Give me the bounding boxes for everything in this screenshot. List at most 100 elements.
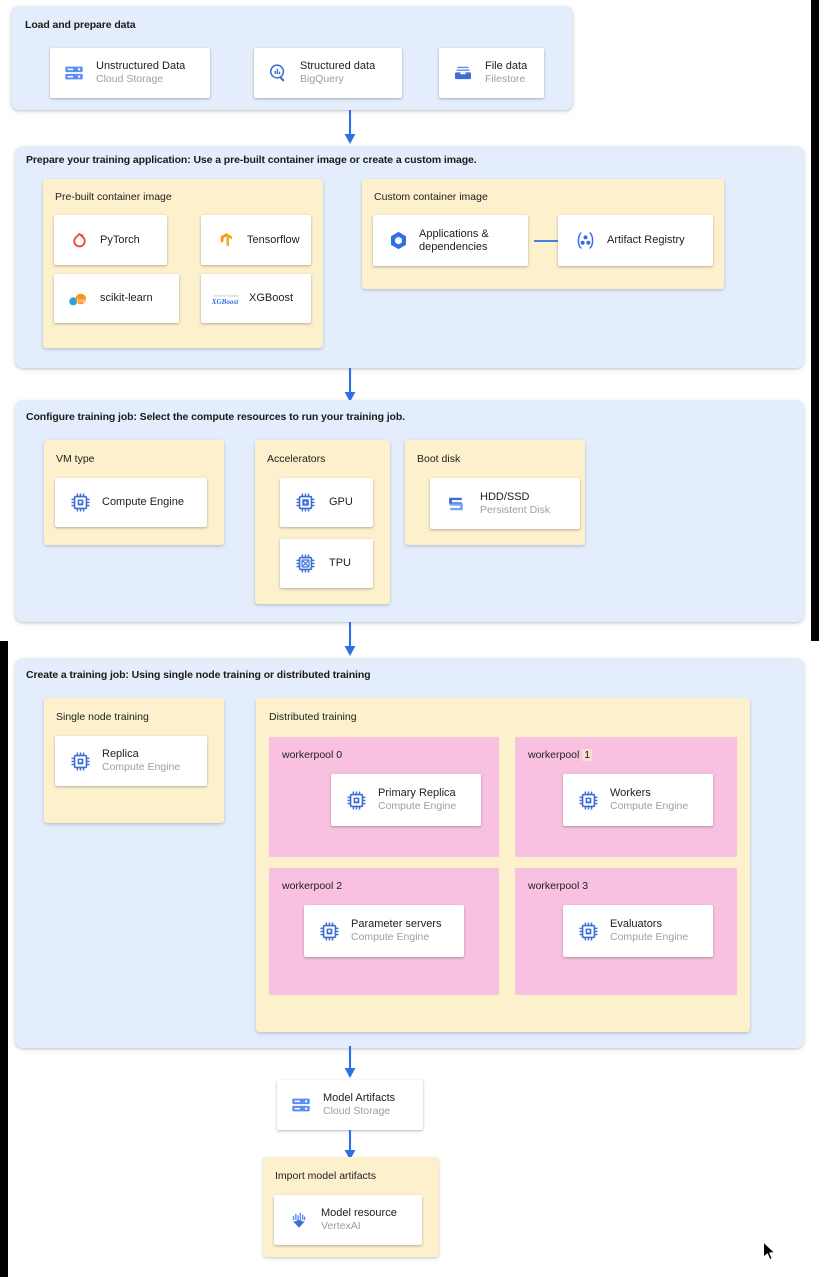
- card-title: XGBoost: [249, 292, 294, 305]
- card-artifact-registry[interactable]: Artifact Registry: [558, 215, 713, 266]
- pool-workerpool-2: workerpool 2: [269, 868, 499, 995]
- card-model-artifacts[interactable]: Model Artifacts Cloud Storage: [277, 1080, 423, 1130]
- group-import-model-artifacts: Import model artifacts Model resource: [263, 1157, 439, 1257]
- stage-load-and-prepare-data: Load and prepare data Unstructured Data …: [11, 6, 573, 110]
- card-subtitle: Compute Engine: [102, 761, 181, 774]
- group-vm-type: VM type C: [44, 440, 224, 545]
- stage-create-training-job: Create a training job: Using single node…: [15, 658, 804, 1048]
- pool-title-prefix: workerpool: [282, 749, 337, 761]
- pool-title-prefix: workerpool: [528, 880, 583, 892]
- stage-title: Load and prepare data: [25, 19, 136, 31]
- pool-title-index: 2: [336, 880, 343, 892]
- cpu-chip-icon: [575, 920, 601, 943]
- cpu-chip-icon: [575, 789, 601, 812]
- group-boot-disk: Boot disk HDD/SSD Persistent Disk: [405, 440, 585, 545]
- card-subtitle: Compute Engine: [610, 800, 689, 813]
- pool-title-prefix: workerpool: [282, 880, 337, 892]
- card-unstructured-data[interactable]: Unstructured Data Cloud Storage: [50, 48, 210, 98]
- xgboost-icon: eXtreme Gradient XGBoost: [210, 290, 242, 308]
- group-title: Custom container image: [374, 191, 488, 203]
- pool-title-index: 3: [582, 880, 589, 892]
- card-gpu[interactable]: GPU: [280, 478, 373, 527]
- card-xgboost[interactable]: eXtreme Gradient XGBoost XGBoost: [201, 274, 311, 323]
- card-subtitle: Cloud Storage: [323, 1105, 391, 1118]
- cloud-storage-icon: [61, 62, 87, 84]
- card-hdd-ssd[interactable]: HDD/SSD Persistent Disk: [430, 478, 580, 529]
- svg-text:XGBoost: XGBoost: [211, 297, 239, 305]
- card-title: TPU: [329, 557, 351, 570]
- cpu-chip-icon: [316, 920, 342, 943]
- pool-title: workerpool 0: [282, 749, 342, 761]
- filestore-icon: [450, 62, 476, 84]
- card-title: Replica: [102, 748, 139, 761]
- card-subtitle: Compute Engine: [610, 931, 689, 944]
- card-title: Structured data: [300, 60, 376, 73]
- pool-workerpool-1: workerpool 1: [515, 737, 737, 857]
- card-title: Tensorflow: [247, 233, 300, 246]
- stage-prepare-training-application: Prepare your training application: Use a…: [15, 146, 804, 368]
- card-primary-replica[interactable]: Primary Replica Compute Engine: [331, 774, 481, 826]
- container-hexagon-icon: [385, 229, 411, 252]
- card-title: Model Artifacts: [323, 1092, 396, 1105]
- card-tensorflow[interactable]: Tensorflow: [201, 215, 311, 265]
- tensorflow-icon: [214, 230, 238, 251]
- group-single-node-training: Single node training: [44, 698, 224, 823]
- cpu-chip-icon: [67, 491, 93, 514]
- artifact-registry-icon: [572, 229, 598, 252]
- card-title: scikit-learn: [100, 292, 153, 305]
- card-title: PyTorch: [100, 233, 140, 246]
- connector-arrow-5: [344, 1130, 356, 1160]
- card-subtitle: Compute Engine: [351, 931, 430, 944]
- pool-title-index: 0: [336, 749, 343, 761]
- card-pytorch[interactable]: PyTorch: [54, 215, 167, 265]
- stage-configure-training-job: Configure training job: Select the compu…: [15, 400, 804, 622]
- cpu-chip-icon: [343, 789, 369, 812]
- group-title: Boot disk: [417, 453, 461, 465]
- card-structured-data[interactable]: Structured data BigQuery: [254, 48, 402, 98]
- pytorch-icon: [67, 230, 91, 251]
- stage-title: Prepare your training application: Use a…: [26, 154, 477, 166]
- card-subtitle: Cloud Storage: [96, 73, 164, 86]
- card-workers[interactable]: Workers Compute Engine: [563, 774, 727, 840]
- card-title: HDD/SSD: [480, 490, 530, 503]
- card-evaluators[interactable]: Evaluators Compute Engine: [563, 905, 727, 971]
- stage-title: Create a training job: Using single node…: [26, 669, 371, 681]
- connector-arrow-3: [344, 622, 356, 656]
- group-title: Accelerators: [267, 453, 326, 465]
- screen-edge-bar-left: [0, 641, 8, 1277]
- card-file-data[interactable]: File data Filestore: [439, 48, 544, 98]
- vertex-ai-icon: [286, 1209, 312, 1231]
- cpu-chip-icon: [67, 750, 93, 773]
- card-model-resource[interactable]: Model resource VertexAI: [274, 1195, 422, 1245]
- card-compute-engine[interactable]: Compute Engine: [55, 478, 207, 527]
- tpu-chip-icon: [292, 552, 318, 575]
- svg-text:eXtreme Gradient: eXtreme Gradient: [214, 293, 239, 297]
- card-applications-dependencies[interactable]: Applications & dependencies: [373, 215, 528, 266]
- card-title: Artifact Registry: [607, 234, 685, 247]
- card-replica[interactable]: Replica Compute Engine: [55, 736, 207, 786]
- card-title: Applications & dependencies: [419, 227, 489, 253]
- card-title: Primary Replica: [378, 787, 456, 800]
- pool-title: workerpool 2: [282, 880, 342, 892]
- card-parameter-servers[interactable]: Parameter servers Compute Engine: [304, 905, 478, 971]
- pool-title: workerpool 3: [528, 880, 588, 892]
- card-tpu[interactable]: TPU: [280, 539, 373, 588]
- group-title: Single node training: [56, 711, 149, 723]
- group-distributed-training: Distributed training workerpool 0: [256, 698, 750, 1032]
- svg-text:lear: lear: [77, 298, 87, 304]
- group-title: Distributed training: [269, 711, 357, 723]
- card-title: Unstructured Data: [96, 60, 186, 73]
- card-subtitle: BigQuery: [300, 73, 344, 86]
- card-title: File data: [485, 60, 528, 73]
- card-subtitle: VertexAI: [321, 1220, 361, 1233]
- pool-title-prefix: workerpool: [528, 749, 583, 761]
- card-title: Model resource: [321, 1207, 397, 1220]
- card-subtitle: Compute Engine: [378, 800, 457, 813]
- connector-arrow-4: [344, 1046, 356, 1078]
- card-scikit-learn[interactable]: lear scikit-learn: [54, 274, 179, 323]
- group-title: Pre-built container image: [55, 191, 172, 203]
- card-subtitle: Persistent Disk: [480, 503, 551, 516]
- cloud-storage-icon: [288, 1094, 314, 1116]
- card-title: Workers: [610, 787, 651, 800]
